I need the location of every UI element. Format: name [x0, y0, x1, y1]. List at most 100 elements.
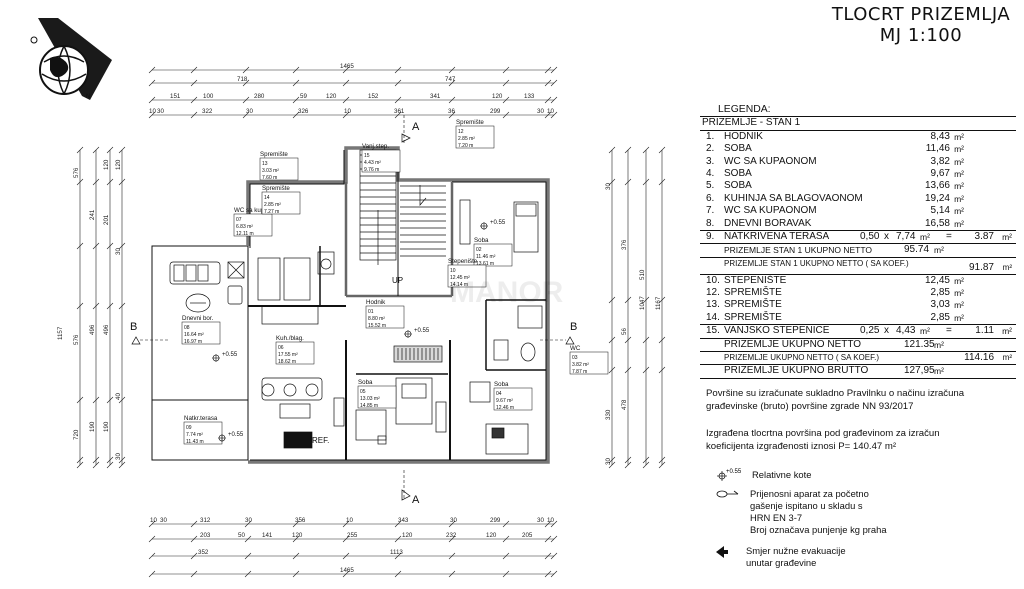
dimension-tick	[148, 111, 156, 119]
dimension-tick	[342, 570, 350, 578]
dimension-tick	[624, 296, 632, 304]
room-pa: 6.83 m²	[236, 224, 253, 230]
room-pa: 8.80 m²	[368, 316, 385, 322]
room-pa: 11.46 m²	[476, 254, 496, 260]
dimension-tick	[118, 396, 126, 404]
legend-section-label: PRIZEMLJE - STAN 1	[702, 117, 801, 129]
evac-line-2: unutar građevine	[746, 557, 817, 568]
right-dim-30a: 30	[605, 183, 612, 190]
room-name: Kuh./blag.	[276, 335, 304, 342]
room-pa: 17.55 m²	[278, 352, 298, 358]
room-name: Stepenište	[448, 258, 478, 265]
legend-room-num: 6.	[706, 192, 715, 204]
ext-line-1: Prijenosni aparat za početno	[750, 488, 869, 499]
room-num: 05	[360, 389, 366, 395]
total-brutto-label: PRIZEMLJE UKUPNO BRUTTO	[724, 365, 869, 377]
total-brutto-value: 127,95	[904, 365, 935, 377]
total-netto-label: PRIZEMLJE UKUPNO NETTO	[724, 338, 862, 350]
room-name: Hodnik	[366, 299, 386, 306]
furniture: REF.	[169, 199, 543, 455]
right-dim-56: 56	[621, 328, 628, 335]
top-dim-b: 747	[445, 76, 456, 83]
top-dim-r3-3: 59	[300, 93, 307, 100]
bot-dim-r1-5: 10	[346, 517, 353, 524]
stairs-name: VANJSKO STEPENICE	[724, 325, 830, 337]
evacuation-arrow-icon	[716, 546, 728, 558]
dimension-tick	[342, 79, 350, 87]
dimension-tick	[608, 178, 616, 186]
room-pp: 9.76 m	[364, 167, 379, 173]
legend-room-num: 10.	[706, 274, 720, 286]
room-pp: 16.97 m	[184, 339, 202, 345]
dimension-tick	[292, 79, 300, 87]
legend-row-terrace: 9. NATKRIVENA TERASA 0,50 x 7,74 m² = 3.…	[700, 230, 1016, 245]
dimension-tick	[394, 79, 402, 87]
room-info-box	[181, 321, 221, 345]
legend-room-num: 13.	[706, 299, 720, 311]
dimension-tick	[642, 296, 650, 304]
top-dim-r3-7: 120	[492, 93, 503, 100]
terrace-name: NATKRIVENA TERASA	[724, 230, 830, 242]
dimension-tick	[76, 302, 84, 310]
dimension-tick	[190, 570, 198, 578]
room-pp: 18.62 m	[278, 359, 296, 365]
dimension-tick	[502, 66, 510, 74]
dimension-tick	[448, 520, 456, 528]
top-dim-a: 718	[237, 76, 248, 83]
bot-dim-r1-7: 30	[450, 517, 457, 524]
legend-room-unit: m²	[954, 218, 964, 229]
bot-dim-r1-3: 30	[245, 517, 252, 524]
room-pp: 13.61 m	[476, 261, 494, 267]
room-num: 09	[186, 425, 192, 431]
legend-room-unit: m²	[954, 206, 964, 217]
legend-heading: LEGENDA:	[718, 104, 771, 115]
legend-room-name: DNEVNI BORAVAK	[724, 217, 812, 229]
dimension-tick	[242, 66, 250, 74]
dimension-tick	[624, 456, 632, 464]
dimension-tick	[148, 535, 156, 543]
extinguisher-description: Prijenosni aparat za početno gašenje isp…	[750, 488, 887, 536]
room-info-box	[233, 213, 273, 237]
evacuation-description: Smjer nužne evakuacije unutar građevine	[746, 545, 846, 569]
dimension-tick	[292, 552, 300, 560]
dimension-tick	[658, 336, 666, 344]
legend-room-area: 9,67	[930, 167, 950, 179]
total-koef-value: 114.16	[964, 352, 994, 364]
dimension-tick	[244, 552, 252, 560]
total-netto-value: 121.35	[904, 338, 935, 350]
top-dim-r4-9: 30	[537, 108, 544, 115]
dimension-tick	[148, 552, 156, 560]
dimension-tick	[106, 461, 114, 469]
level-marker-soba2: +0.55	[490, 220, 506, 226]
legend-room-unit: m²	[954, 168, 964, 179]
dimension-tick	[342, 111, 350, 119]
legend-room-area: 16,58	[924, 217, 950, 229]
top-dim-r4-0: 10	[149, 108, 156, 115]
room-info-box	[447, 264, 487, 288]
bot-dim-r1-8: 299	[490, 517, 501, 524]
legend-room-area: 8,43	[930, 130, 950, 142]
legend-room-num: 1.	[706, 130, 715, 142]
room-info-box	[357, 385, 397, 409]
dimension-tick	[658, 456, 666, 464]
dimension-tick	[342, 520, 350, 528]
top-dim-r4-10: 10	[547, 108, 554, 115]
dimension-tick	[544, 520, 552, 528]
room-num: 15	[364, 153, 370, 159]
left-dim-576b: 576	[73, 334, 80, 345]
ext-line-2: gašenje ispitano u skladu s	[750, 500, 863, 511]
left-dim-1157: 1157	[57, 326, 64, 340]
bot-dim-r1-1: 30	[160, 517, 167, 524]
dimension-tick	[642, 178, 650, 186]
dimension-tick	[244, 520, 252, 528]
dimension-tick	[76, 146, 84, 154]
dimension-tick	[106, 396, 114, 404]
legend-row-stan-netto: PRIZEMLJE STAN 1 UKUPNO NETTO 95.74 m²	[700, 244, 1016, 258]
